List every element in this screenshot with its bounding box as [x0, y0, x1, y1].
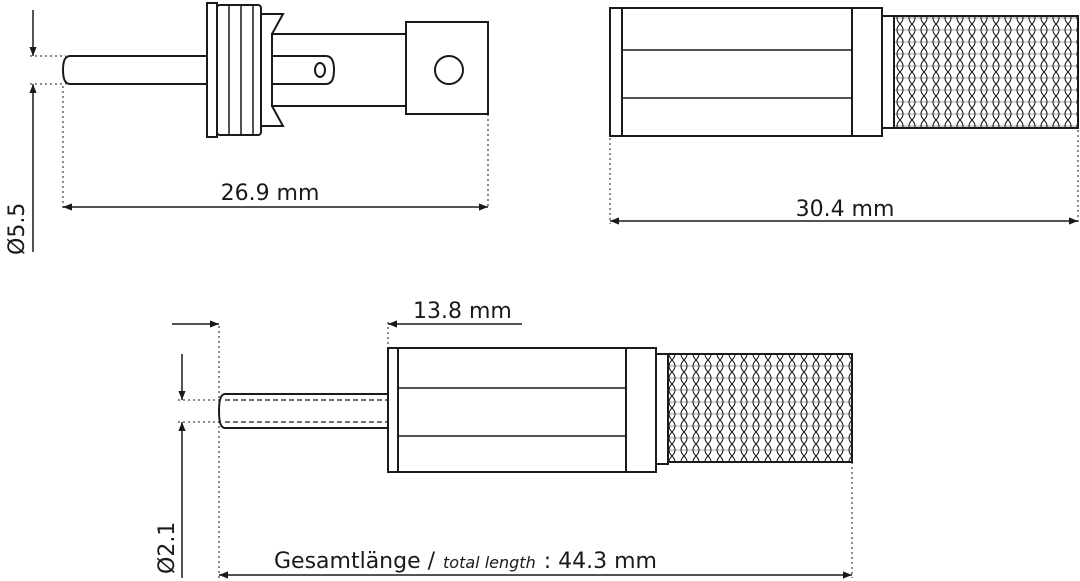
plug-diameter-label: Ø2.1: [155, 522, 180, 574]
sleeve-length-label: 30.4 mm: [796, 197, 895, 222]
pin-part: [61, 2, 489, 138]
sleeve-body: [621, 7, 855, 137]
plug-step: [655, 353, 669, 465]
plug-body: [397, 347, 629, 473]
total-length-en: total length: [443, 553, 536, 572]
total-length-de: Gesamtlänge /: [274, 549, 436, 574]
total-length-label: Gesamtlänge / total length : 44.3 mm: [274, 549, 657, 574]
sleeve-part: [609, 7, 1079, 137]
plug-front-ring: [387, 347, 399, 473]
assembled-plug: [217, 347, 853, 473]
flange-left: [206, 2, 218, 138]
pin-diameter-label: Ø5.5: [5, 203, 30, 255]
sleeve-step: [881, 15, 895, 129]
sleeve-collar: [851, 7, 883, 137]
pin-dimensions: 26.9 mm Ø5.5: [5, 10, 489, 255]
knurled-grip: [893, 15, 1079, 129]
tab-hole: [314, 62, 326, 78]
plug-dimensions: 13.8 mm Ø2.1 Gesamtlänge / total length …: [155, 299, 853, 579]
plug-pin: [217, 393, 391, 429]
pin-length-label: 26.9 mm: [221, 181, 320, 206]
sleeve-front-ring: [609, 7, 623, 137]
sleeve-dimensions: 30.4 mm: [609, 130, 1079, 225]
front-length-label: 13.8 mm: [413, 299, 512, 324]
threaded-nut: [216, 4, 262, 136]
plug-knurled-grip: [667, 353, 853, 463]
pin-shaft: [61, 55, 209, 85]
plug-collar: [625, 347, 657, 473]
total-length-value: : 44.3 mm: [544, 549, 657, 574]
cup-hole: [434, 55, 464, 85]
